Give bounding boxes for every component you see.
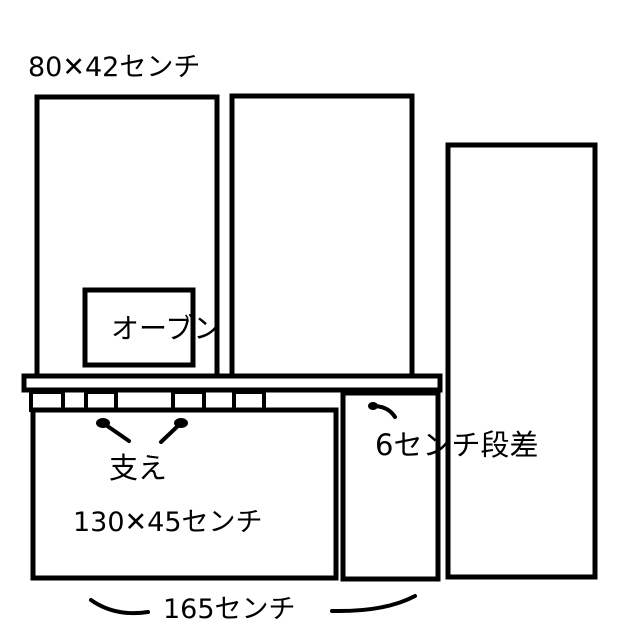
oven-box — [82, 287, 196, 368]
width-label: 165センチ — [163, 594, 296, 625]
tall-right-cabinet — [445, 142, 598, 580]
support-block-2 — [84, 390, 118, 412]
support-block-4 — [232, 390, 266, 412]
shelf-board — [21, 373, 443, 393]
narrow-lower-cabinet — [340, 390, 441, 582]
oven-label: オーブン — [111, 312, 221, 345]
support-label: 支え — [109, 451, 167, 485]
width-bracket-right — [330, 594, 417, 614]
step-pointer — [368, 402, 397, 419]
lower-base-cabinet — [30, 407, 339, 581]
support-block-3 — [171, 390, 206, 412]
support-pointer-right — [159, 418, 188, 444]
support-pointer-left — [96, 418, 131, 443]
top-size-label: 80✕42センチ — [28, 52, 200, 83]
base-size-label: 130✕45センチ — [73, 507, 263, 538]
middle-upper-cabinet — [229, 93, 415, 381]
step-label: 6センチ段差 — [375, 428, 538, 462]
support-block-1 — [29, 390, 65, 412]
width-bracket-left — [89, 598, 150, 616]
